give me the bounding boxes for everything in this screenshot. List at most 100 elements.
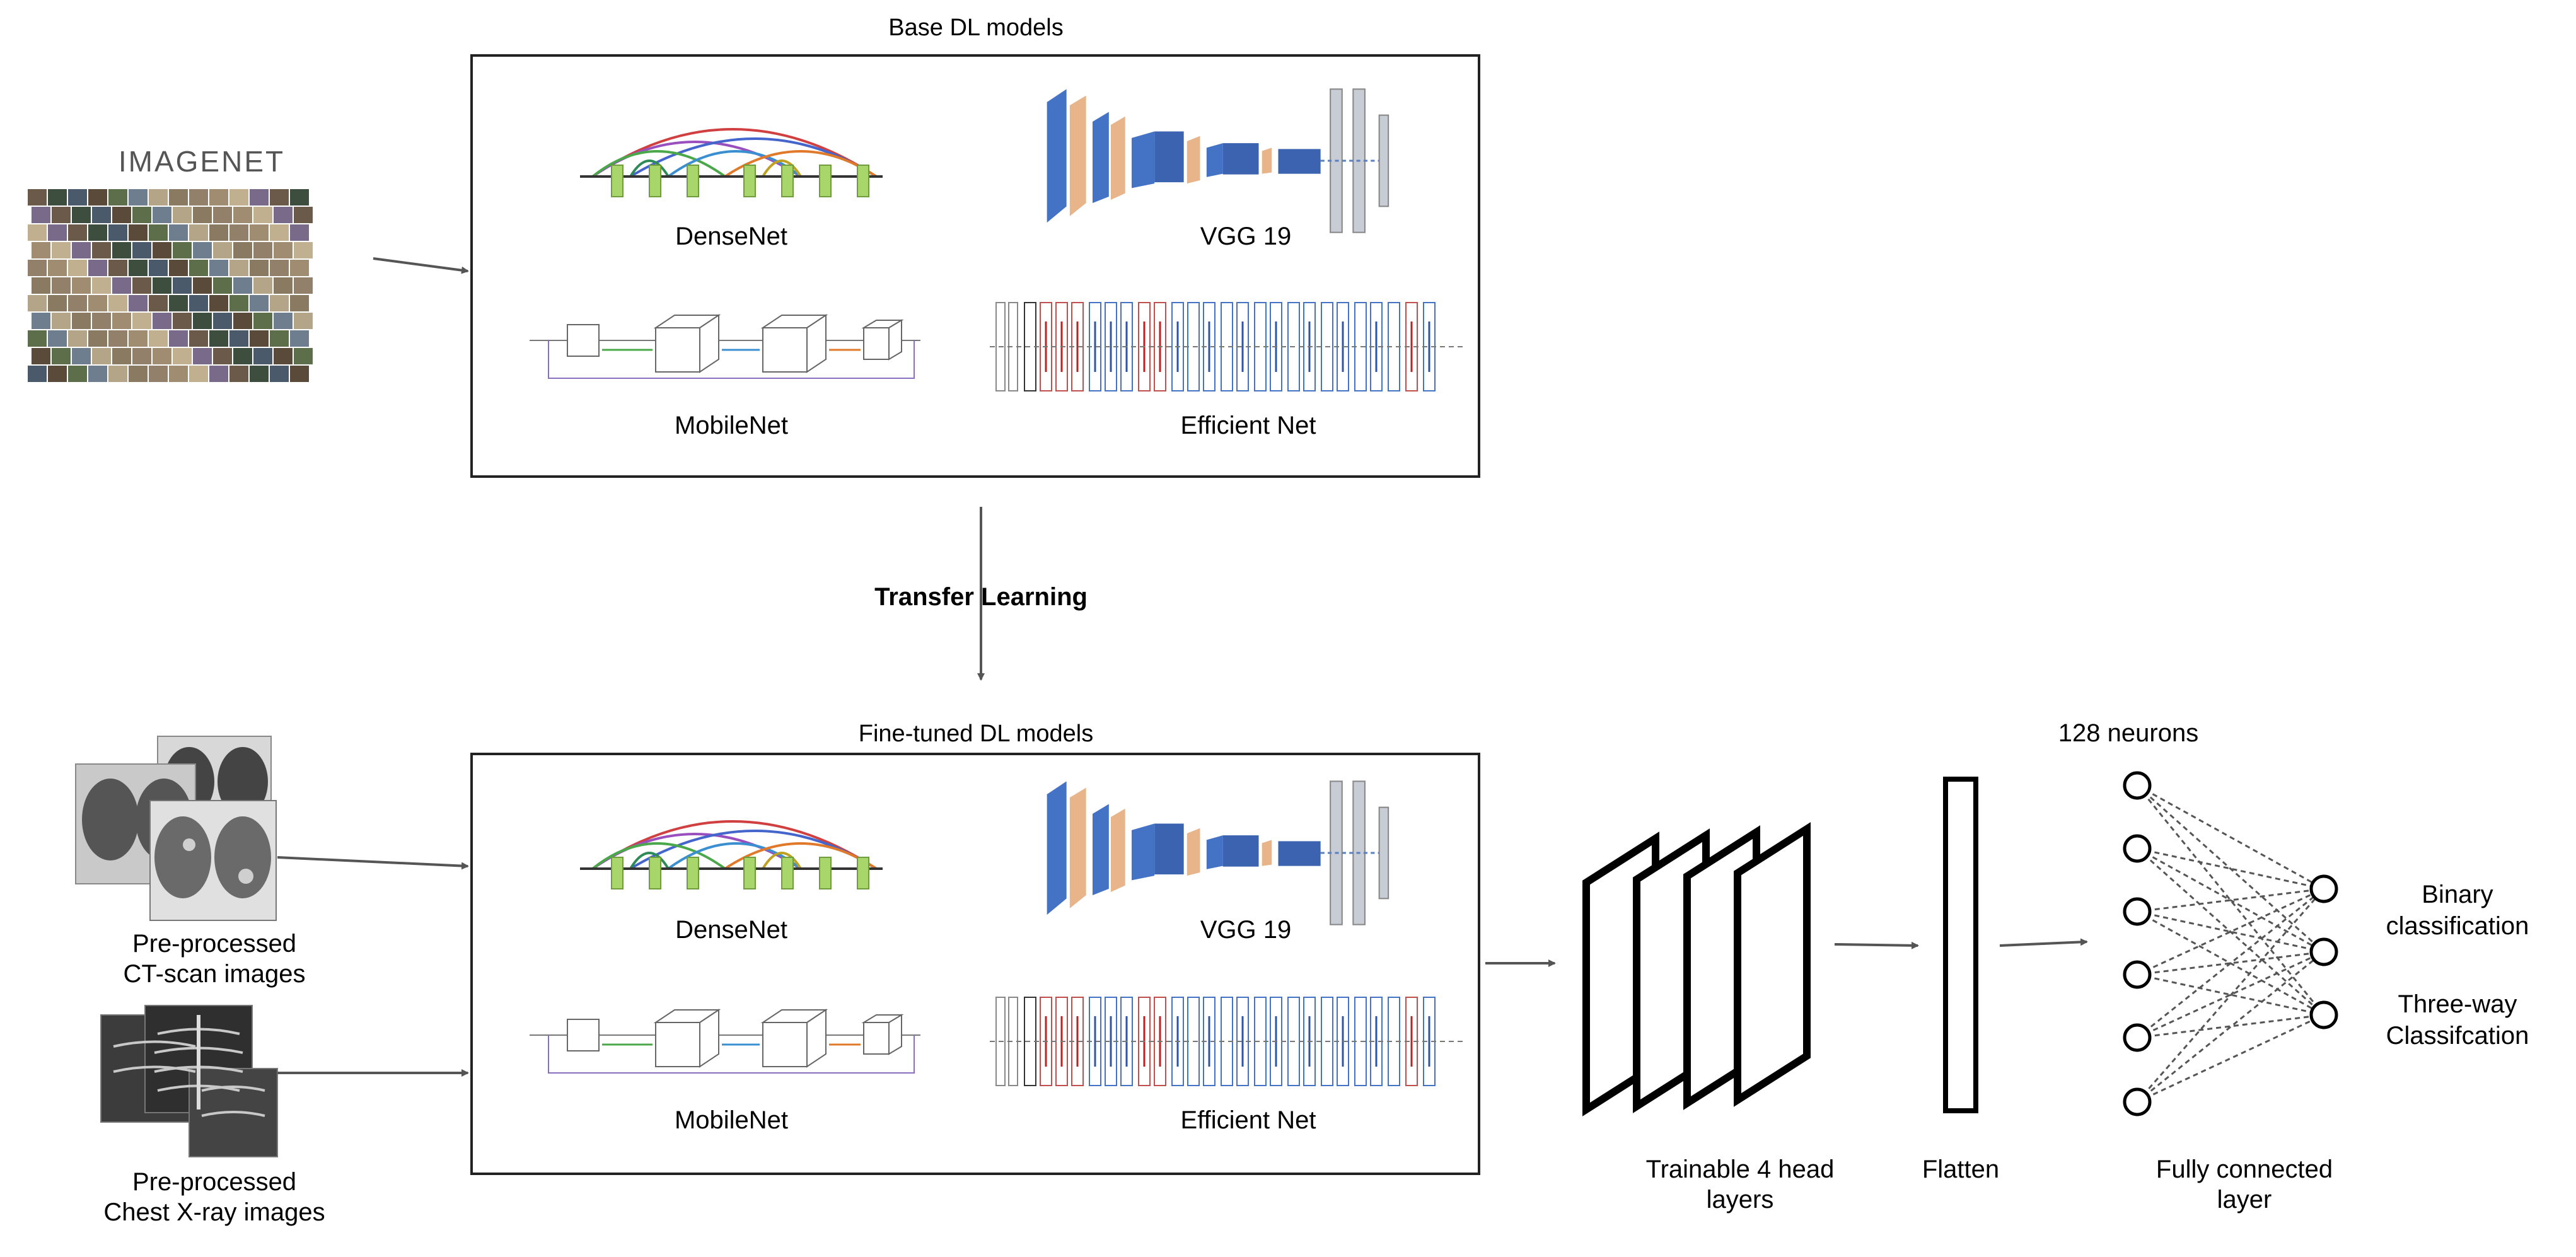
imagenet-tile [132, 348, 151, 364]
fc-connection [2137, 784, 2324, 953]
ct-label-line1: Pre-processed [132, 930, 296, 958]
trainable-head-layers [1582, 822, 1811, 1116]
imagenet-tile [129, 189, 148, 206]
imagenet-tile [274, 277, 293, 294]
imagenet-tile [153, 242, 171, 258]
imagenet-tile [169, 224, 188, 241]
imagenet-tile [193, 313, 212, 329]
imagenet-tile [189, 189, 208, 206]
imagenet-tile [209, 295, 228, 311]
imagenet-tile [92, 242, 111, 258]
vgg19-architecture-icon [1046, 88, 1390, 234]
imagenet-tile [193, 277, 212, 294]
imagenet-tile [149, 260, 168, 276]
imagenet-tile [52, 348, 71, 364]
imagenet-tile [294, 207, 313, 223]
imagenet-tile [270, 260, 289, 276]
imagenet-tile [52, 207, 71, 223]
imagenet-tile [28, 330, 47, 347]
densenet-architecture-icon [579, 128, 884, 198]
imagenet-tile [189, 260, 208, 276]
imagenet-tile [68, 260, 87, 276]
imagenet-tile [294, 277, 313, 294]
imagenet-tile [213, 313, 232, 329]
imagenet-tile [270, 189, 289, 206]
imagenet-tile [108, 295, 127, 311]
vgg19-finetuned-icon [1046, 780, 1390, 926]
imagenet-tile [52, 313, 71, 329]
imagenet-tile [173, 242, 192, 258]
ct-scan-images [75, 736, 277, 921]
imagenet-tile [68, 295, 87, 311]
imagenet-tile [290, 260, 309, 276]
flatten-layer [1943, 777, 1978, 1113]
imagenet-tile [290, 330, 309, 347]
imagenet-tile [32, 242, 50, 258]
imagenet-tile [153, 348, 171, 364]
imagenet-tile [68, 366, 87, 382]
fc-connection [2137, 951, 2324, 1103]
imagenet-tile [28, 295, 47, 311]
fc-connection [2137, 784, 2324, 890]
imagenet-tile [32, 313, 50, 329]
imagenet-tile [72, 313, 91, 329]
imagenet-tile [149, 295, 168, 311]
imagenet-tile [209, 224, 228, 241]
imagenet-tile [153, 277, 171, 294]
imagenet-tile [253, 207, 272, 223]
chest-xray-images [100, 1005, 278, 1157]
imagenet-tile [32, 348, 50, 364]
imagenet-tile [294, 348, 313, 364]
flatten-label: Flatten [1922, 1156, 1999, 1183]
fc-connection [2137, 910, 2324, 953]
fc-output-neuron [2309, 874, 2338, 903]
imagenet-to-base-arrow [373, 257, 469, 274]
imagenet-tile [72, 277, 91, 294]
imagenet-tile [294, 242, 313, 258]
imagenet-tile [173, 348, 192, 364]
imagenet-tile [129, 260, 148, 276]
binary-label-line2: classification [2386, 912, 2529, 940]
imagenet-tile [129, 224, 148, 241]
fc-connection [2137, 847, 2324, 890]
fc-connection [2136, 888, 2325, 1103]
imagenet-tile [112, 277, 131, 294]
fc-connection [2137, 973, 2324, 1016]
imagenet-tile [189, 366, 208, 382]
imagenet-tile [88, 260, 107, 276]
imagenet-tile [132, 207, 151, 223]
fc-output-neuron [2309, 1000, 2338, 1029]
imagenet-tile [108, 260, 127, 276]
imagenet-tile [149, 330, 168, 347]
imagenet-tile [209, 260, 228, 276]
densenet-label: DenseNet [675, 223, 787, 250]
imagenet-tile [108, 224, 127, 241]
imagenet-tile [112, 242, 131, 258]
imagenet-tile [274, 313, 293, 329]
imagenet-tile [274, 207, 293, 223]
imagenet-tile [88, 189, 107, 206]
imagenet-tile [112, 313, 131, 329]
imagenet-tile [290, 224, 309, 241]
imagenet-tile [270, 295, 289, 311]
fc-input-neuron [2123, 834, 2152, 863]
fc-connection [2137, 888, 2324, 1039]
imagenet-tile [189, 224, 208, 241]
binary-label-line1: Binary [2422, 881, 2493, 908]
fc-output-neuron [2309, 937, 2338, 966]
imagenet-tile [72, 207, 91, 223]
imagenet-tile [229, 295, 248, 311]
imagenet-tile [270, 224, 289, 241]
three-way-label-line2: Classifcation [2386, 1022, 2529, 1050]
imagenet-tile [132, 313, 151, 329]
imagenet-tile [290, 295, 309, 311]
imagenet-tile [149, 224, 168, 241]
imagenet-tile [169, 330, 188, 347]
imagenet-tile [169, 260, 188, 276]
imagenet-tile [294, 313, 313, 329]
mobilenet-label: MobileNet [675, 412, 788, 439]
efficientnet-architecture-icon [990, 301, 1464, 392]
neurons-label: 128 neurons [2058, 719, 2198, 747]
imagenet-tile [149, 366, 168, 382]
